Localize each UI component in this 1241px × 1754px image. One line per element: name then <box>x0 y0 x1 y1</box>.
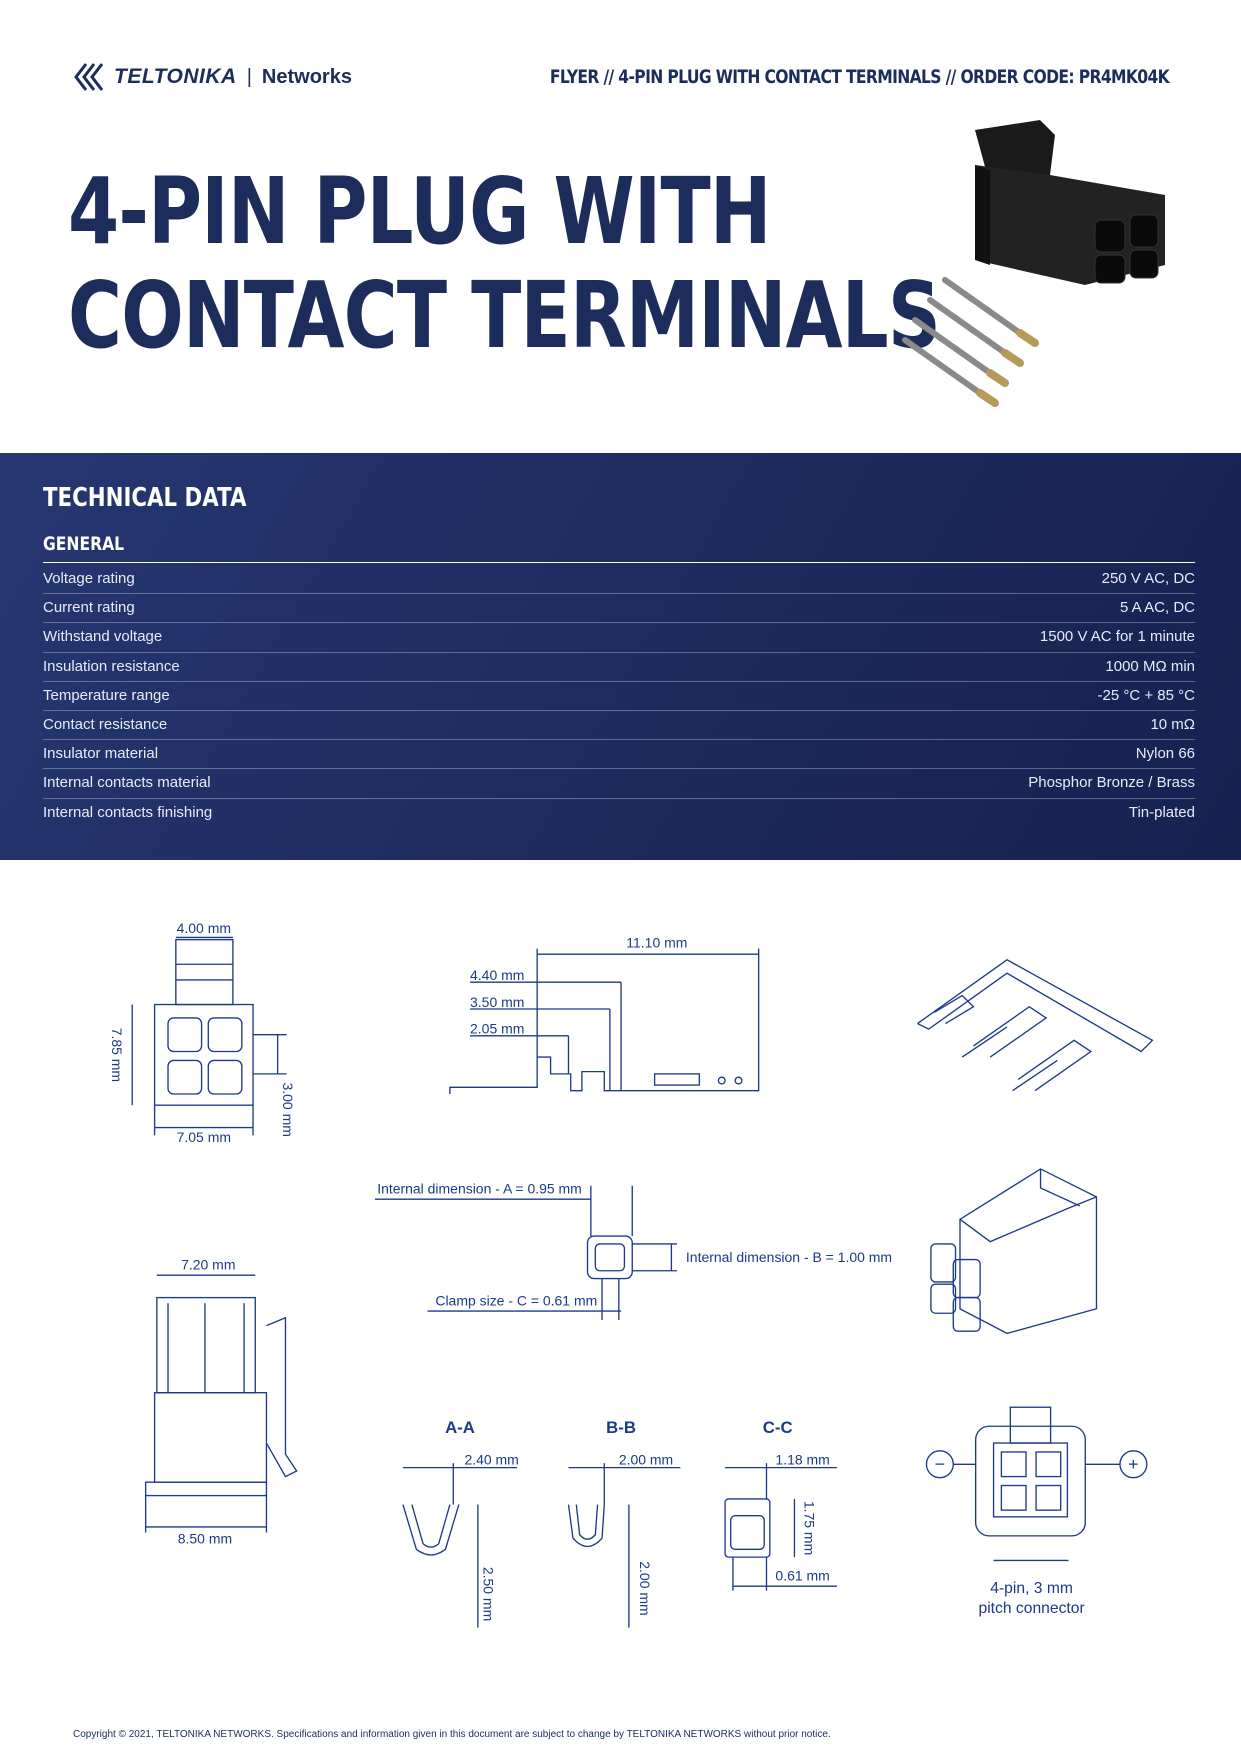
spec-value: Nylon 66 <box>1135 745 1195 763</box>
logo-divider: | <box>246 65 252 88</box>
spec-value: Tin-plated <box>1128 803 1195 821</box>
spec-row: Withstand voltage 1500 V AC for 1 minute <box>43 623 1195 653</box>
spec-value: 10 mΩ <box>1150 715 1195 733</box>
spec-label: Voltage rating <box>43 570 135 587</box>
spec-label: Current rating <box>43 599 135 617</box>
dim-label: 2.40 mm <box>464 1451 518 1467</box>
teltonika-logo: TELTONIKA | Networks <box>72 62 352 92</box>
dim-label: 2.50 mm <box>480 1567 496 1621</box>
spec-label: Contact resistance <box>43 715 168 733</box>
spec-value: 1500 V AC for 1 minute <box>1039 628 1195 646</box>
section-divider <box>43 562 1195 563</box>
logo-brand: TELTONIKA <box>114 65 237 88</box>
dim-label: 4.40 mm <box>470 967 524 983</box>
title-line-1: 4-PIN PLUG WITH <box>68 158 772 265</box>
section-label: C-C <box>763 1418 793 1437</box>
contact-terminals-image <box>902 277 1039 407</box>
internal-dimension-drawing <box>374 1185 677 1320</box>
spec-value: -25 °C + 85 °C <box>1097 686 1195 704</box>
dim-label: 3.50 mm <box>470 994 524 1010</box>
dim-label: 1.18 mm <box>775 1451 829 1467</box>
terminal-side-drawing <box>449 948 760 1095</box>
section-aa-drawing <box>402 1463 518 1628</box>
housing-iso-drawing <box>930 1168 1098 1335</box>
section-label: A-A <box>445 1418 475 1437</box>
dim-label: 7.05 mm <box>177 1129 231 1145</box>
copyright-footer: Copyright © 2021, TELTONIKA NETWORKS. Sp… <box>73 1729 831 1740</box>
spec-label: Insulation resistance <box>43 657 180 675</box>
dim-label: Internal dimension - B = 1.00 mm <box>686 1249 892 1265</box>
logo-division: Networks <box>261 65 352 88</box>
dim-label: 1.75 mm <box>802 1501 818 1555</box>
spec-row: Internal contacts finishing Tin-plated <box>43 799 1195 827</box>
front-view-drawing <box>131 936 287 1136</box>
spec-value: 5 A AC, DC <box>1119 599 1195 617</box>
spec-row: Internal contacts material Phosphor Bronz… <box>43 769 1195 799</box>
spec-table: Voltage rating 250 V AC, DC Current ratin… <box>43 565 1195 827</box>
plus-terminal-icon <box>1119 1450 1148 1479</box>
dim-label: 2.00 mm <box>619 1451 673 1467</box>
spec-row: Current rating 5 A AC, DC <box>43 594 1195 624</box>
section-label: B-B <box>606 1418 636 1437</box>
section-cc-drawing <box>724 1463 837 1591</box>
dim-label: Clamp size - C = 0.61 mm <box>435 1292 597 1308</box>
spec-row: Temperature range -25 °C + 85 °C <box>43 682 1195 711</box>
terminal-strip-iso-drawing <box>917 958 1154 1092</box>
spec-row: Voltage rating 250 V AC, DC <box>43 565 1195 595</box>
dim-label: 3.00 mm <box>280 1083 296 1137</box>
spec-label: Temperature range <box>43 686 170 704</box>
pinout-caption-1: 4-pin, 3 mm <box>990 1580 1073 1597</box>
dim-label: 8.50 mm <box>178 1531 232 1547</box>
spec-value: 250 V AC, DC <box>1101 570 1195 587</box>
plus-sign: + <box>1128 1454 1138 1474</box>
side-view-drawing <box>144 1274 298 1533</box>
spec-row: Contact resistance 10 mΩ <box>43 711 1195 741</box>
dim-label: 0.61 mm <box>775 1568 829 1584</box>
flyer-heading: FLYER // 4-PIN PLUG WITH CONTACT TERMINA… <box>549 66 1170 88</box>
section-bb-drawing <box>567 1463 681 1628</box>
technical-data-heading: TECHNICAL DATA <box>43 483 247 513</box>
spec-row: Insulation resistance 1000 MΩ min <box>43 653 1195 682</box>
pinout-caption-2: pitch connector <box>979 1600 1085 1617</box>
plug-housing-image <box>975 120 1165 285</box>
pinout-drawing <box>925 1406 1148 1562</box>
dim-label: 2.05 mm <box>470 1021 524 1037</box>
spec-label: Internal contacts material <box>43 774 211 792</box>
general-heading: GENERAL <box>43 533 125 555</box>
spec-row: Insulator material Nylon 66 <box>43 740 1195 770</box>
spec-label: Internal contacts finishing <box>43 803 213 821</box>
minus-sign: − <box>935 1454 945 1474</box>
dim-label: 7.20 mm <box>181 1257 235 1273</box>
spec-label: Withstand voltage <box>43 628 163 646</box>
dim-label: 2.00 mm <box>637 1561 653 1615</box>
dim-label: 4.00 mm <box>177 920 231 936</box>
product-photo <box>902 120 1165 407</box>
dim-label: 11.10 mm <box>626 934 687 950</box>
dim-label: 7.85 mm <box>109 1028 125 1082</box>
page-title: 4-PIN PLUG WITH CONTACT TERMINALS <box>68 158 941 369</box>
spec-label: Insulator material <box>43 745 159 763</box>
technical-data-panel: TECHNICAL DATA GENERAL Voltage rating 250… <box>0 453 1241 860</box>
dim-label: Internal dimension - A = 0.95 mm <box>377 1181 582 1197</box>
logo-mark-icon <box>74 63 104 91</box>
spec-value: Phosphor Bronze / Brass <box>1028 774 1195 792</box>
spec-value: 1000 MΩ min <box>1105 657 1195 675</box>
title-line-2: CONTACT TERMINALS <box>68 262 941 369</box>
